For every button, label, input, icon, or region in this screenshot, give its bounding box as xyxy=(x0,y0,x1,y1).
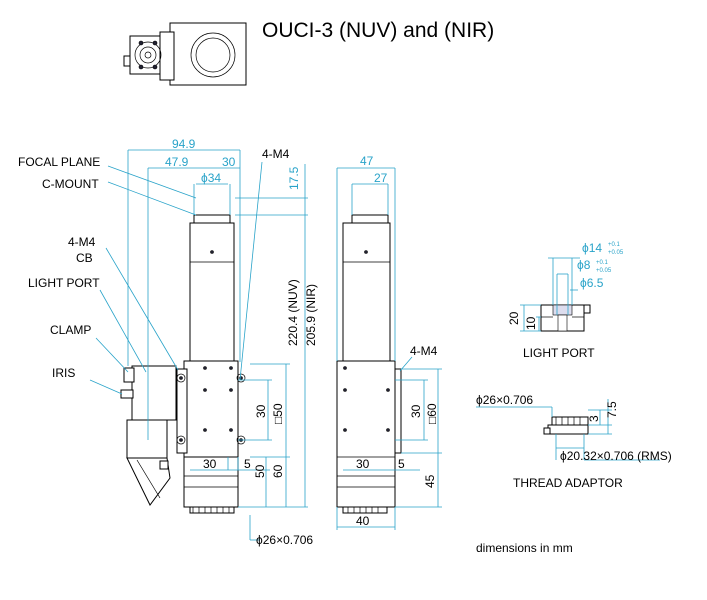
label-4-m4-cb: 4-M4 xyxy=(68,235,96,249)
label-4-m4-top: 4-M4 xyxy=(262,147,290,161)
dim-10-lp: 10 xyxy=(524,316,538,330)
dim-phi8: ϕ8 xyxy=(577,258,591,272)
dim-phi14-tol-up: +0.1 xyxy=(608,242,621,248)
dim-30-mid: 30 xyxy=(254,404,268,418)
dim-220-4-nuv: 220.4 (NUV) xyxy=(286,279,300,346)
dim-45: 45 xyxy=(423,474,437,488)
dim-47: 47 xyxy=(360,154,374,168)
light-port-label: LIGHT PORT xyxy=(523,346,595,360)
dim-phi8-tol-dn: +0.05 xyxy=(596,268,612,274)
dim-phi8-tol-up: +0.1 xyxy=(596,260,609,266)
top-view xyxy=(123,22,247,86)
dim-5-right-bottom: 5 xyxy=(398,457,405,471)
dim-sq50: □50 xyxy=(271,403,285,424)
dimensions-note: dimensions in mm xyxy=(476,541,573,555)
dim-phi14: ϕ14 xyxy=(582,241,602,255)
label-iris: IRIS xyxy=(52,366,75,380)
dim-3-ta: 3 xyxy=(587,415,601,422)
dim-phi26-left: ϕ26×0.706 xyxy=(256,533,313,547)
label-clamp: CLAMP xyxy=(50,323,91,337)
dim-phi6-5: ϕ6.5 xyxy=(580,276,604,290)
dim-50-bottom: 50 xyxy=(253,464,267,478)
dim-27: 27 xyxy=(374,171,388,185)
dim-sq60: □60 xyxy=(425,403,439,424)
dim-phi26-ta: ϕ26×0.706 xyxy=(476,393,533,407)
dim-30-right: 30 xyxy=(409,404,423,418)
dim-phi34: ϕ34 xyxy=(201,171,221,185)
dim-40: 40 xyxy=(356,514,370,528)
thread-adaptor-detail: ϕ26×0.706 3 7.5 ϕ20.32×0.706 (RMS) THREA… xyxy=(476,393,672,490)
right-view: 47 27 4-M4 30 □60 30 5 45 40 xyxy=(336,154,442,530)
dim-205-9-nir: 205.9 (NIR) xyxy=(304,284,318,346)
label-4-m4-right: 4-M4 xyxy=(410,344,438,358)
light-port-detail: ϕ14 +0.1 +0.05 ϕ8 +0.1 +0.05 ϕ6.5 20 10 … xyxy=(507,241,624,360)
dim-30-top: 30 xyxy=(222,155,236,169)
dim-47-9: 47.9 xyxy=(165,155,189,169)
dim-20-lp: 20 xyxy=(507,311,521,325)
left-view: 94.9 47.9 30 ϕ34 4-M4 17.5 220.4 (NUV) 2… xyxy=(18,137,318,547)
page-title: OUCI-3 (NUV) and (NIR) xyxy=(262,19,494,42)
dim-17-5: 17.5 xyxy=(287,166,301,190)
label-light-port: LIGHT PORT xyxy=(28,276,100,290)
dim-60-bottom: 60 xyxy=(271,464,285,478)
label-c-mount: C-MOUNT xyxy=(42,177,99,191)
dim-7-5-ta: 7.5 xyxy=(605,401,619,418)
label-cb: CB xyxy=(76,251,93,265)
label-focal-plane: FOCAL PLANE xyxy=(18,155,100,169)
dim-94-9: 94.9 xyxy=(172,137,196,151)
dim-phi20-32-ta: ϕ20.32×0.706 (RMS) xyxy=(560,449,672,463)
dim-5-bottom: 5 xyxy=(244,457,251,471)
thread-adaptor-label: THREAD ADAPTOR xyxy=(513,476,623,490)
dim-30-right-bottom: 30 xyxy=(356,457,370,471)
dim-phi14-tol-dn: +0.05 xyxy=(608,250,624,256)
dim-30-bottom: 30 xyxy=(203,457,217,471)
